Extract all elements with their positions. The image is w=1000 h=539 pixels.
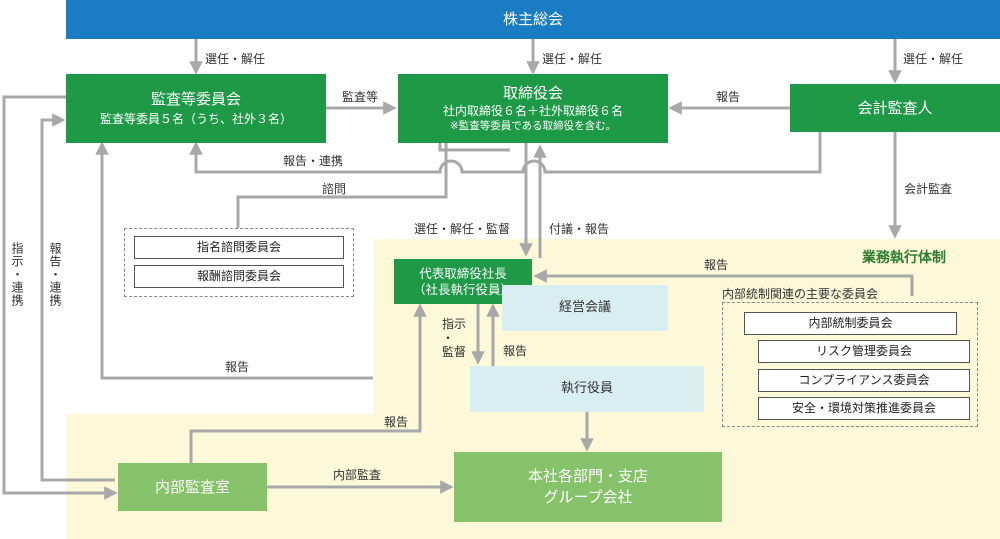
audit-committee-sub: 監査等委員５名（うち、社外３名） xyxy=(99,111,292,126)
arrow-report-liaison xyxy=(438,143,510,152)
label-report-3: 報告 xyxy=(503,344,528,358)
arrow-left-report xyxy=(40,113,115,482)
board-box: 取締役会 社内取締役６名＋社外取締役６名 ※監査等委員である取締役を含む。 xyxy=(398,74,668,143)
label-elect-dismiss-2: 選任・解任 xyxy=(542,52,603,66)
label-instruct-1: 指示 xyxy=(442,317,467,331)
audit-committee-title: 監査等委員会 xyxy=(150,90,241,109)
label-internal-audit: 内部監査 xyxy=(333,468,382,482)
board-note: ※監査等委員である取締役を含む。 xyxy=(449,120,617,133)
internal-audit-office-label: 内部監査室 xyxy=(154,477,230,496)
label-report-4: 報告 xyxy=(225,360,250,374)
accounting-auditor-box: 会計監査人 xyxy=(790,84,1000,132)
arrow-report-liaison-2 xyxy=(189,132,822,174)
label-submit-report: 付議・報告 xyxy=(549,222,610,236)
divisions-box: 本社各部門・支店 グループ会社 xyxy=(454,452,722,522)
executive-officers-box: 執行役員 xyxy=(470,366,704,412)
risk-committee-label: リスク管理委員会 xyxy=(815,344,912,358)
compensation-committee-label: 報酬諮問委員会 xyxy=(196,269,281,283)
president-line1: 代表取締役社長 xyxy=(419,265,507,281)
label-report-liaison: 報告・連携 xyxy=(283,154,344,168)
nomination-committee-box: 指名諮問委員会 xyxy=(134,236,344,259)
shareholders-label: 株主総会 xyxy=(502,10,563,29)
executive-officers-label: 執行役員 xyxy=(560,380,613,396)
accounting-auditor-label: 会計監査人 xyxy=(857,98,933,117)
advisory-committees-group xyxy=(124,228,354,297)
label-left-report-liaison: 報告・連携 xyxy=(48,242,62,307)
board-sub: 社内取締役６名＋社外取締役６名 xyxy=(442,104,623,119)
divisions-line2: グループ会社 xyxy=(543,488,633,506)
label-audit-etc: 監査等 xyxy=(342,90,379,104)
arrow-president-audit xyxy=(95,141,373,380)
safety-env-committee-label: 安全・環境対策推進委員会 xyxy=(791,401,936,415)
risk-committee-box: リスク管理委員会 xyxy=(758,340,970,363)
line-consultation xyxy=(236,143,448,228)
label-report-2: 報告 xyxy=(704,258,729,272)
label-elect-dismiss-supervise: 選任・解任・監督 xyxy=(414,222,511,236)
business-execution-heading: 業務執行体制 xyxy=(862,250,946,266)
nomination-committee-label: 指名諮問委員会 xyxy=(196,240,281,254)
shareholders-meeting: 株主総会 xyxy=(66,0,1000,39)
label-accounting-audit: 会計監査 xyxy=(904,182,953,196)
arrow-audit-president xyxy=(189,303,427,463)
divisions-line1: 本社各部門・支店 xyxy=(527,467,648,486)
label-report-1: 報告 xyxy=(716,90,741,104)
label-left-instruct-liaison: 指示・連携 xyxy=(10,242,24,307)
internal-control-committee-label: 内部統制委員会 xyxy=(808,316,893,330)
safety-env-committee-box: 安全・環境対策推進委員会 xyxy=(758,397,970,420)
internal-audit-office-box: 内部監査室 xyxy=(118,463,267,511)
management-meeting-box: 経営会議 xyxy=(502,285,668,331)
internal-control-committee-box: 内部統制委員会 xyxy=(744,312,957,335)
label-consultation: 諮問 xyxy=(322,182,347,196)
audit-committee-box: 監査等委員会 監査等委員５名（うち、社外３名） xyxy=(66,74,326,143)
board-title: 取締役会 xyxy=(502,83,563,102)
label-elect-dismiss-1: 選任・解任 xyxy=(205,52,266,66)
compliance-committee-box: コンプライアンス委員会 xyxy=(758,369,970,392)
compliance-committee-label: コンプライアンス委員会 xyxy=(798,373,930,387)
compensation-committee-box: 報酬諮問委員会 xyxy=(134,265,344,288)
label-instruct-dot: ・ xyxy=(442,331,455,345)
arrow-left-instruct xyxy=(2,95,118,500)
label-instruct-2: 監督 xyxy=(442,345,467,359)
label-elect-dismiss-3: 選任・解任 xyxy=(903,52,964,66)
management-meeting-label: 経営会議 xyxy=(558,299,611,315)
arrow-committee-president xyxy=(533,269,914,296)
president-line2: （社長執行役員） xyxy=(412,281,513,297)
ic-committees-title: 内部統制関連の主要な委員会 xyxy=(722,287,879,301)
ic-committees-group xyxy=(722,302,978,427)
label-report-5: 報告 xyxy=(384,415,409,429)
